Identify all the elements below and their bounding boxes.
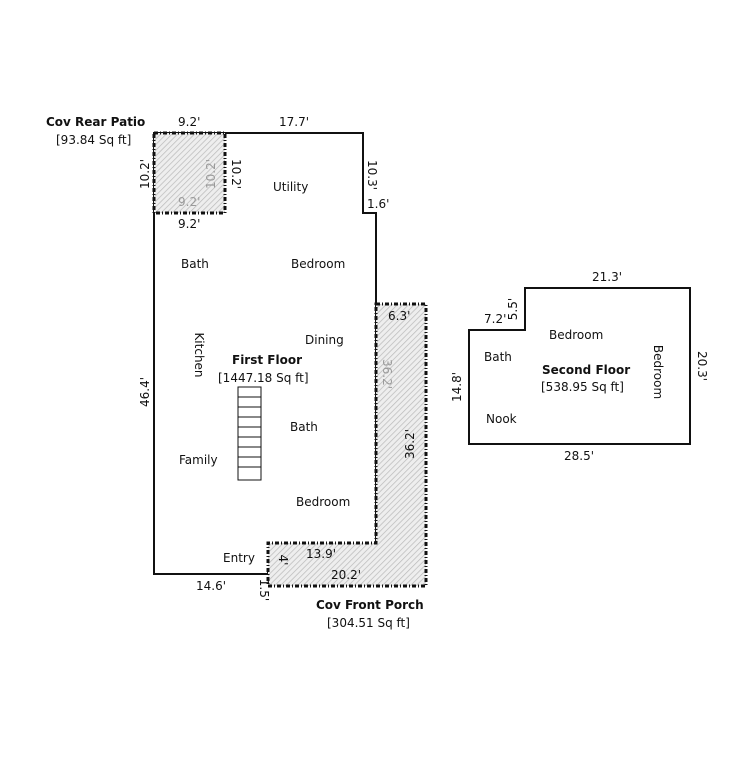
second-floor-dim-top: 21.3': [592, 270, 622, 284]
front-porch-shape: [266, 302, 428, 588]
second-floor-dim-step-vertical: 5.5': [506, 298, 520, 320]
first-floor-dim-right-upper: 10.3': [365, 160, 379, 190]
first-floor-area: [1447.18 Sq ft]: [218, 371, 309, 385]
second-floor-dim-left: 14.8': [450, 372, 464, 402]
room-second-nook: Nook: [486, 412, 517, 426]
second-floor-title: Second Floor: [542, 363, 630, 377]
first-floor-dim-left: 46.4': [138, 377, 152, 407]
rear-patio-dim-left: 10.2': [138, 159, 152, 189]
room-dining: Dining: [305, 333, 344, 347]
second-floor-dim-step-horizontal: 7.2': [484, 312, 506, 326]
room-second-bath: Bath: [484, 350, 512, 364]
room-second-bedroom-side: Bedroom: [651, 345, 665, 399]
front-porch-dim-left: 4': [276, 555, 290, 566]
first-floor-dim-right-step: 1.6': [367, 197, 389, 211]
first-floor-title: First Floor: [232, 353, 302, 367]
room-utility: Utility: [273, 180, 308, 194]
room-second-bedroom-top: Bedroom: [549, 328, 603, 342]
second-floor-outline: [468, 287, 691, 445]
front-porch-dim-bottom: 20.2': [331, 568, 361, 582]
first-floor-dim-bottom: 14.6': [196, 579, 226, 593]
front-porch-dim-inner-vertical: 36.2': [380, 359, 394, 389]
front-porch-area: [304.51 Sq ft]: [327, 616, 410, 630]
rear-patio-dim-inner: 10.2': [204, 159, 218, 189]
room-bath-upper: Bath: [181, 257, 209, 271]
rear-patio-dim-right: 10.2': [229, 159, 243, 189]
second-floor-dim-right: 20.3': [695, 351, 709, 381]
rear-patio-dim-top: 9.2': [178, 115, 200, 129]
rear-patio-shape: [152, 131, 227, 215]
room-family: Family: [179, 453, 218, 467]
room-bedroom-upper: Bedroom: [291, 257, 345, 271]
second-floor-dim-bottom: 28.5': [564, 449, 594, 463]
room-entry: Entry: [223, 551, 255, 565]
front-porch-title: Cov Front Porch: [316, 598, 424, 612]
room-bath-lower: Bath: [290, 420, 318, 434]
second-floor-area: [538.95 Sq ft]: [541, 380, 624, 394]
first-floor-dim-top: 17.7': [279, 115, 309, 129]
rear-patio-area: [93.84 Sq ft]: [56, 133, 131, 147]
room-bedroom-lower: Bedroom: [296, 495, 350, 509]
rear-patio-title: Cov Rear Patio: [46, 115, 145, 129]
front-porch-dim-top: 6.3': [388, 309, 410, 323]
stairs: [237, 386, 262, 481]
first-floor-dim-bottom-step: 1.5': [257, 579, 271, 601]
front-porch-dim-inner-horizontal: 13.9': [306, 547, 336, 561]
room-kitchen: Kitchen: [192, 332, 206, 377]
front-porch-dim-right: 36.2': [403, 429, 417, 459]
rear-patio-dim-bottom-inner: 9.2': [178, 195, 200, 209]
rear-patio-dim-bottom-outer: 9.2': [178, 217, 200, 231]
